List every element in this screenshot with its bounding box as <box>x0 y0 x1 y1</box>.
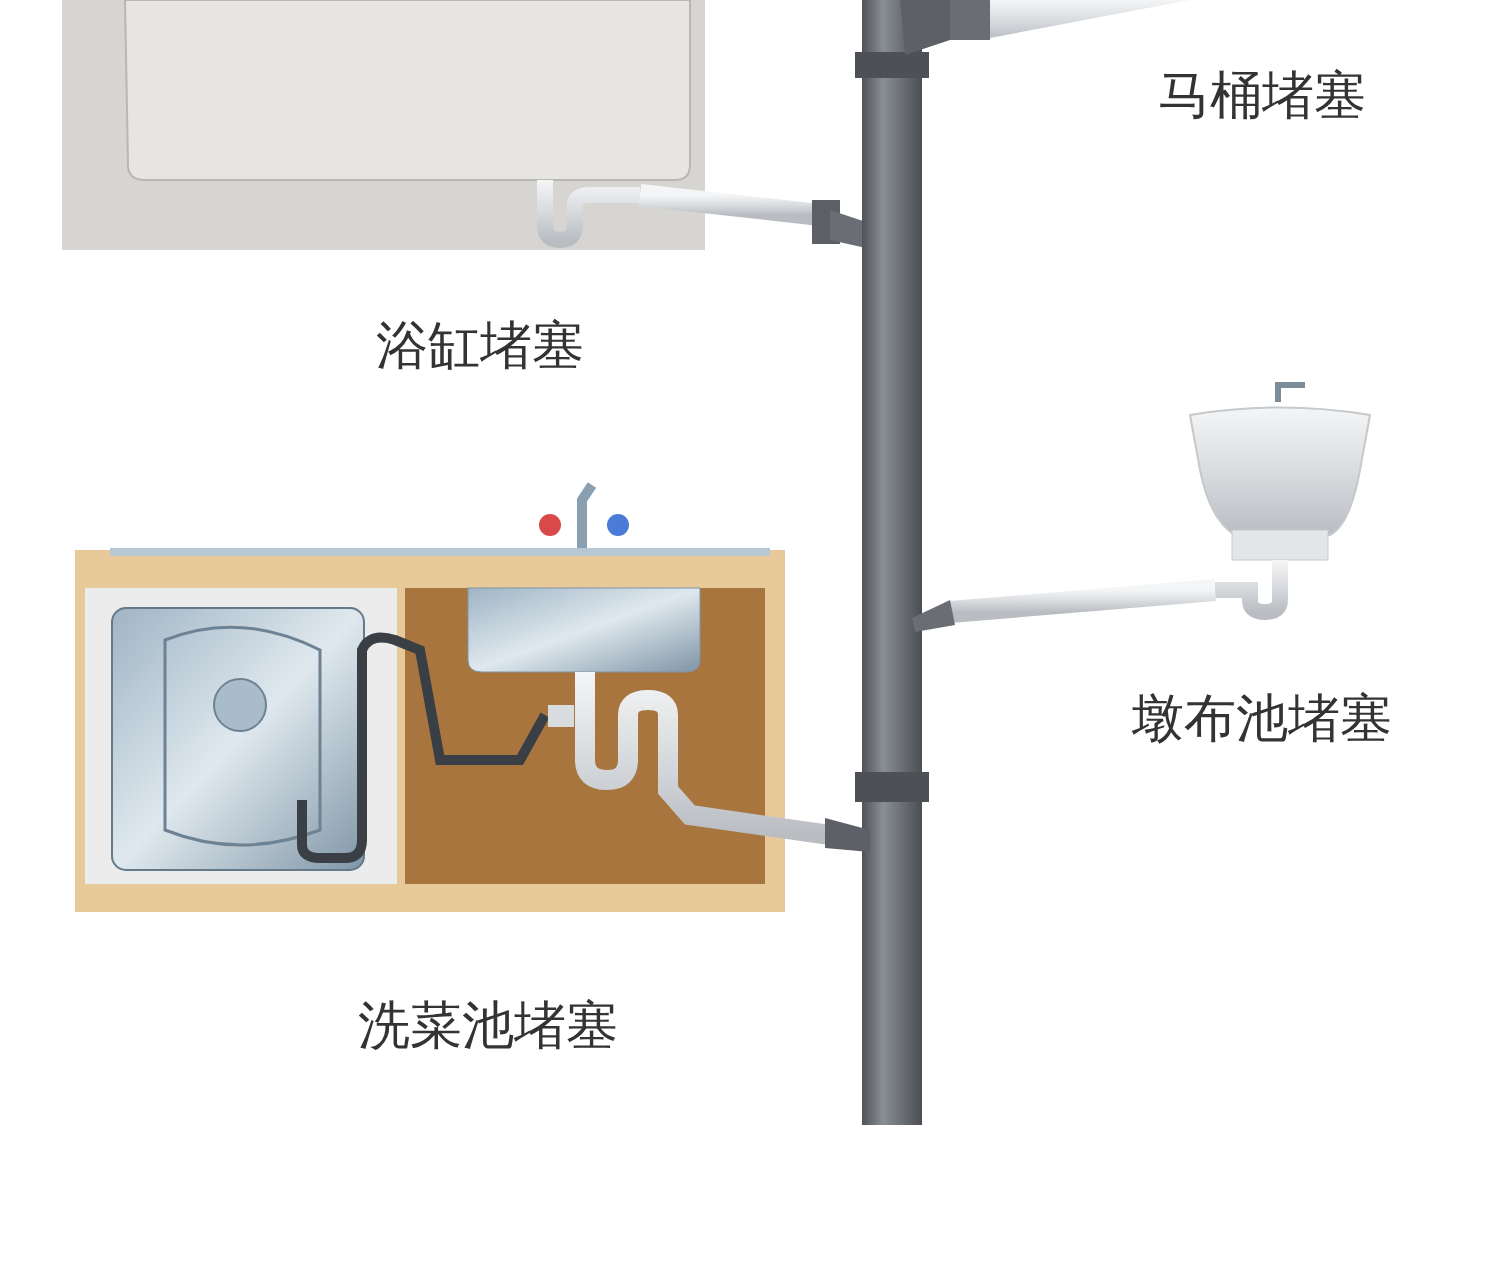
dishwasher-bay <box>85 588 397 884</box>
sink-basin <box>468 588 700 672</box>
dishwasher <box>112 608 364 870</box>
drain-stack <box>855 0 1190 1125</box>
pipe-joint <box>855 52 929 78</box>
bathtub-basin <box>125 0 690 180</box>
dishwasher-panel <box>165 627 320 845</box>
bathtub-body <box>62 0 705 250</box>
kitchen-cabinet <box>75 485 870 912</box>
caption-label: 洗菜池堵塞 <box>358 994 618 1056</box>
faucet <box>582 485 592 548</box>
sink-trap <box>585 672 830 835</box>
mop-sink-basin <box>1190 408 1370 536</box>
bathtub-drain-pipe <box>640 195 820 215</box>
pipe-fitting <box>950 0 990 40</box>
pipe-joint <box>855 772 929 802</box>
mop-sink-trap <box>1215 560 1280 612</box>
mop-sink-base <box>1232 530 1328 560</box>
vertical-pipe <box>862 0 922 1125</box>
faucet-handle <box>607 514 629 536</box>
caption-label: 墩布池堵塞 <box>1132 687 1392 749</box>
mop-sink-drain-pipe <box>950 590 1215 612</box>
bathtub <box>62 0 875 250</box>
toilet-pipe <box>950 0 1190 40</box>
pipe-branch <box>900 0 950 55</box>
faucet <box>1278 385 1305 402</box>
bathtub-trap <box>545 180 640 240</box>
pipe-branch <box>912 600 955 632</box>
faucet-handle <box>539 514 561 536</box>
pipe-branch <box>825 818 870 852</box>
hose-fitting <box>548 705 574 727</box>
countertop <box>110 548 770 556</box>
caption-label: 马桶堵塞 <box>1158 64 1366 126</box>
mop-sink <box>912 385 1370 632</box>
caption-label: 浴缸堵塞 <box>376 314 584 376</box>
dishwasher-knob <box>214 679 266 731</box>
cabinet-frame <box>75 550 785 912</box>
